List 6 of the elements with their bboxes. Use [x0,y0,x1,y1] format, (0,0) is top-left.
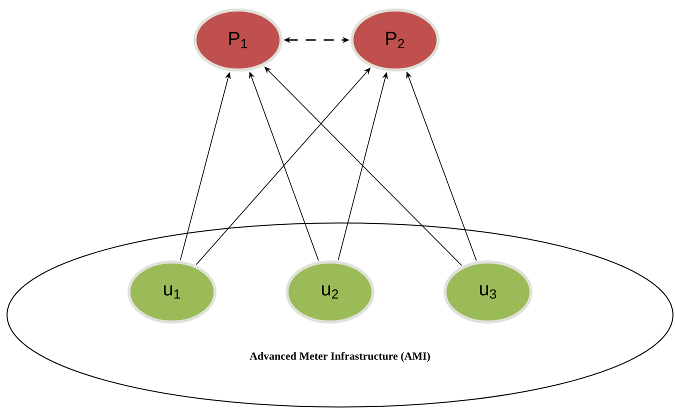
circle-node: P$_{2}$ [350,8,440,72]
circle-node: u$_{3}$ [444,260,532,324]
region-label: Advanced Meter Infrastructure (AMI) [250,352,430,362]
circle-node: u$_{1}$ [128,260,216,324]
circle-node: u$_{2}$ [286,260,374,324]
circle-node: P$_{1}$ [194,8,282,72]
